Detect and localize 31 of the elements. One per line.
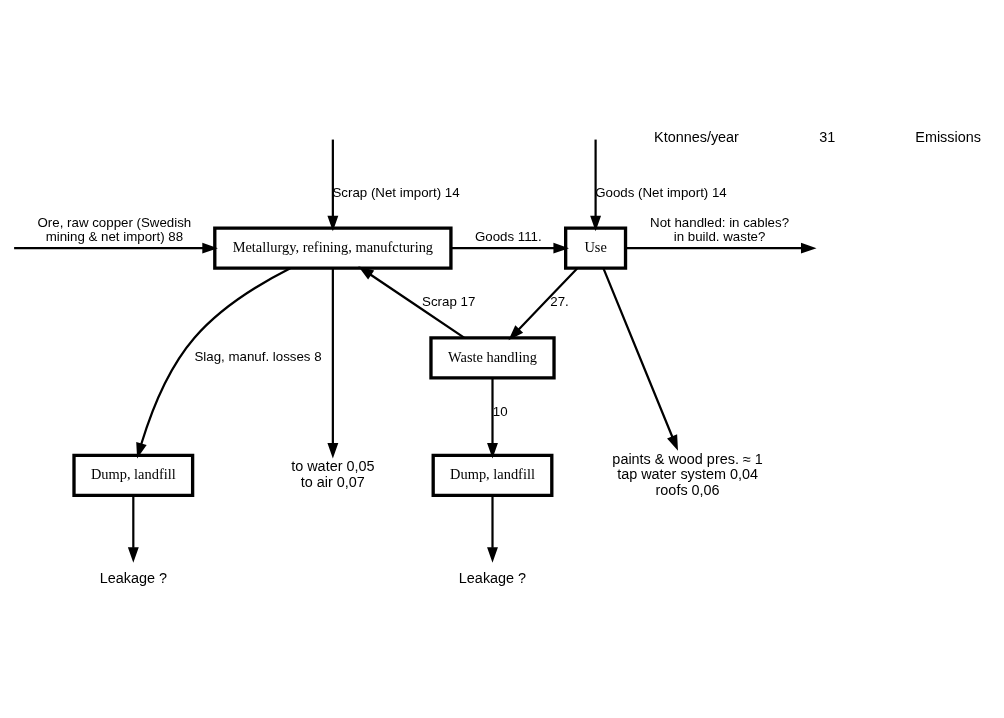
node-text: paints & wood pres. ≈ 1 tap water system 0,04 roofs 0,06 [612,450,763,498]
node-box: Use [564,226,628,270]
node-text: Leakage ? [458,570,527,587]
arrow [487,495,498,563]
arrow [358,266,465,339]
arrow [451,242,569,254]
arrow [590,139,602,232]
arrow [127,495,139,563]
node-box: Dump, landfill [72,453,195,498]
arrow [14,242,218,254]
node-box: Waste handling [429,336,556,380]
arrow [327,268,339,459]
edge-label: Not handled: in cables? in build. waste? [650,214,790,245]
edge-label: Ore, raw copper (Swedish mining & net import) 88 [37,214,192,245]
arrow [602,268,678,451]
node-text: Leakage ? [99,570,167,587]
arrow [487,378,498,459]
edge-label: 27. [550,294,569,310]
label: Ktonnes/year [654,129,739,146]
arrow [625,242,817,254]
label: 31 [819,129,836,146]
label: Emissions [915,129,981,146]
node-box: Metallurgy, refining, manufcturing [213,226,453,270]
node-text: to water 0,05 to air 0,07 [291,458,375,490]
edge-label: Goods 111. [474,229,542,245]
arrow [327,139,339,232]
node-box: Dump, landfill [431,453,554,498]
edge-label: Slag, manuf. losses 8 [194,349,322,365]
edge-label: Scrap 17 [422,294,476,310]
arrow [508,267,578,341]
arrow [136,267,291,459]
